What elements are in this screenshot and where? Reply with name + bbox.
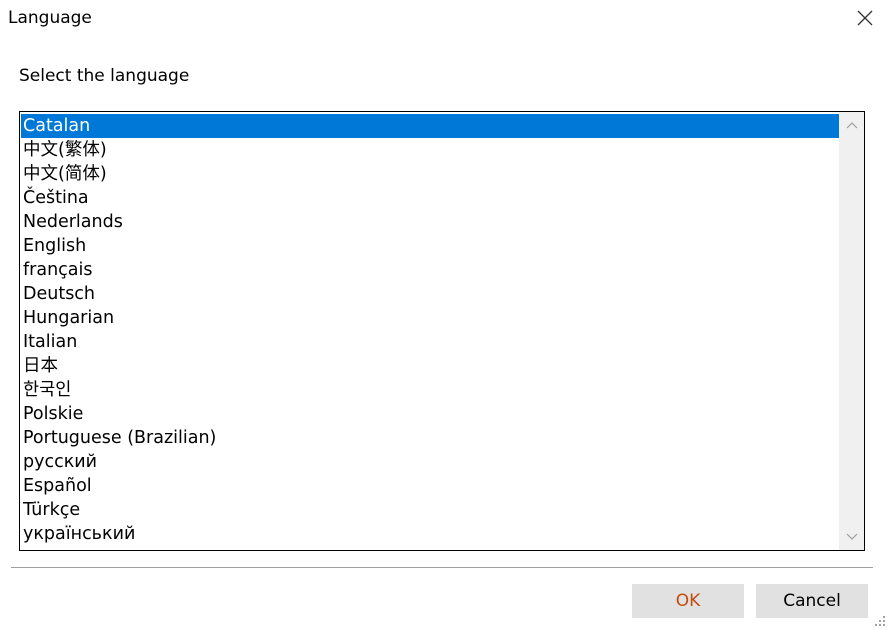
- language-option[interactable]: 한국인: [23, 380, 72, 400]
- chevron-down-icon: [846, 533, 857, 540]
- chevron-up-icon: [846, 122, 857, 129]
- language-option[interactable]: English: [23, 236, 87, 256]
- language-option[interactable]: Nederlands: [23, 212, 123, 232]
- close-icon: [857, 10, 873, 26]
- select-language-label: Select the language: [19, 66, 190, 86]
- close-button[interactable]: [850, 4, 880, 32]
- language-option[interactable]: Hungarian: [23, 308, 115, 328]
- language-option[interactable]: français: [23, 260, 93, 280]
- language-option[interactable]: русский: [23, 452, 98, 472]
- language-option[interactable]: Türkçe: [23, 500, 81, 520]
- language-option[interactable]: 日本: [23, 356, 58, 376]
- language-option[interactable]: Čeština: [23, 188, 89, 208]
- language-option[interactable]: Portuguese (Brazilian): [23, 428, 217, 448]
- resize-grip-icon[interactable]: [874, 615, 886, 627]
- scroll-up-button[interactable]: [839, 114, 864, 136]
- footer-divider: [11, 567, 873, 568]
- cancel-button[interactable]: Cancel: [756, 584, 868, 618]
- language-option[interactable]: 中文(繁体): [23, 140, 107, 160]
- language-option[interactable]: Italian: [23, 332, 78, 352]
- scroll-down-button[interactable]: [839, 526, 864, 548]
- dialog-title: Language: [8, 8, 92, 28]
- language-option[interactable]: український: [23, 524, 136, 544]
- language-option[interactable]: 中文(简体): [23, 164, 107, 184]
- language-option[interactable]: Deutsch: [23, 284, 96, 304]
- language-option[interactable]: Polskie: [23, 404, 84, 424]
- ok-button[interactable]: OK: [632, 584, 744, 618]
- language-option[interactable]: Español: [23, 476, 92, 496]
- vertical-scrollbar[interactable]: [839, 112, 864, 550]
- language-option[interactable]: Catalan: [21, 114, 840, 138]
